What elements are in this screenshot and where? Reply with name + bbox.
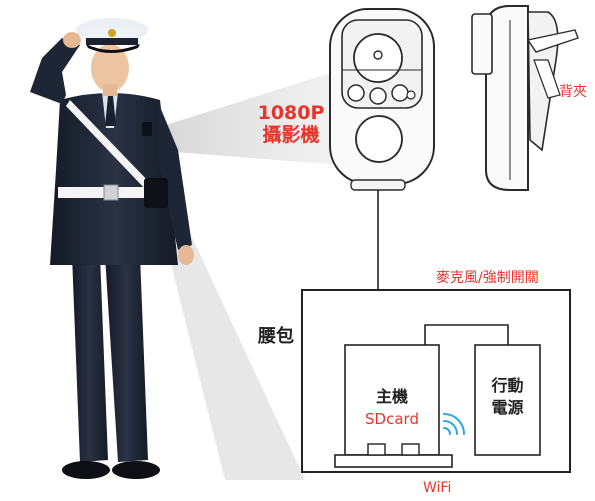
mic-switch-label: 麥克風/強制開關 [436, 270, 539, 286]
police-officer-figure [30, 18, 194, 479]
projection-beam-camera [150, 70, 340, 165]
camera-label-line1: 1080P [257, 102, 325, 124]
wifi-label: WiFi [423, 480, 452, 496]
waist-bag-label: 腰包 [258, 326, 294, 347]
sdcard-label: SDcard [365, 410, 419, 428]
power-bank-line2: 電源 [491, 398, 524, 417]
wifi-icon [443, 413, 465, 435]
power-bank-box [474, 344, 541, 456]
camera-label-line2: 攝影機 [262, 124, 320, 146]
power-bank-label: 行動 電源 [475, 375, 540, 419]
main-unit-label: 主機 SDcard [345, 386, 439, 430]
back-clip-label: 背夾 [559, 84, 587, 100]
camera-side-view [471, 5, 579, 191]
power-cable [424, 324, 509, 345]
main-unit-title: 主機 [375, 387, 408, 406]
camera-front-view [329, 8, 435, 191]
power-bank-line1: 行動 [491, 376, 524, 395]
main-unit-base [334, 443, 453, 468]
camera-label: 1080P 攝影機 [250, 102, 332, 146]
main-unit-box [344, 344, 440, 456]
